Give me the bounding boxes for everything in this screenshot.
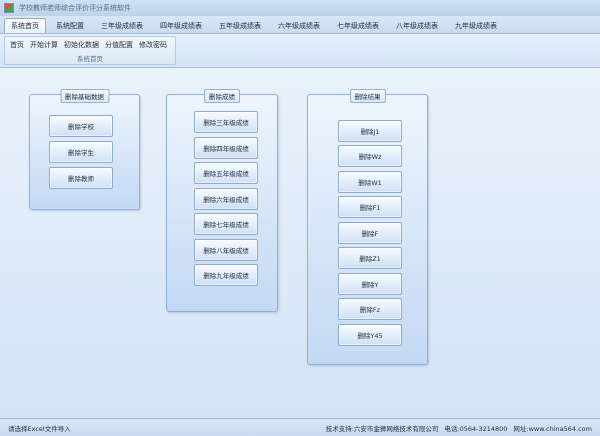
tab-grade8-scores[interactable]: 八年级成绩表 xyxy=(396,22,438,30)
ribbon-group-home: 首页 开始计算 初始化数据 分值配置 修改密码 系统首页 xyxy=(4,36,176,65)
panel-delete-results: 删除结果 删除J1 删除Wz 删除W1 删除F1 删除F 删除Z1 删除Y 删除… xyxy=(307,89,428,365)
status-bar: 请选择Excel文件导入 技术支持:六安市金狮网络技术有限公司 电话:0564-… xyxy=(0,418,600,436)
tab-grade5-scores[interactable]: 五年级成绩表 xyxy=(219,22,261,30)
tab-grade9-scores[interactable]: 九年级成绩表 xyxy=(455,22,497,30)
delete-teacher-button[interactable]: 删除教师 xyxy=(49,167,113,189)
delete-school-button[interactable]: 删除学校 xyxy=(49,115,113,137)
tab-grade3-scores[interactable]: 三年级成绩表 xyxy=(101,22,143,30)
ribbon-init-data-button[interactable]: 初始化数据 xyxy=(64,41,99,49)
delete-j1-button[interactable]: 删除J1 xyxy=(338,120,402,142)
delete-w1-button[interactable]: 删除W1 xyxy=(338,171,402,193)
delete-student-button[interactable]: 删除学生 xyxy=(49,141,113,163)
delete-y45-button[interactable]: 删除Y45 xyxy=(338,324,402,346)
status-phone: 电话:0564-3214800 xyxy=(444,424,508,433)
tab-grade4-scores[interactable]: 四年级成绩表 xyxy=(160,22,202,30)
tab-grade6-scores[interactable]: 六年级成绩表 xyxy=(278,22,320,30)
delete-z1-button[interactable]: 删除Z1 xyxy=(338,247,402,269)
ribbon-start-calc-button[interactable]: 开始计算 xyxy=(30,41,58,49)
panel-delete-basic-data: 删除基础数据 删除学校 删除学生 删除教师 xyxy=(29,89,140,210)
ribbon-change-password-button[interactable]: 修改密码 xyxy=(139,41,167,49)
delete-grade3-scores-button[interactable]: 删除三年级成绩 xyxy=(194,111,258,133)
panel-delete-scores: 删除成绩 删除三年级成绩 删除四年级成绩 删除五年级成绩 删除六年级成绩 删除七… xyxy=(166,89,278,312)
delete-grade6-scores-button[interactable]: 删除六年级成绩 xyxy=(194,188,258,210)
ribbon-score-config-button[interactable]: 分值配置 xyxy=(105,41,133,49)
tab-grade7-scores[interactable]: 七年级成绩表 xyxy=(337,22,379,30)
delete-fz-button[interactable]: 删除Fz xyxy=(338,298,402,320)
tab-system-home[interactable]: 系统首页 xyxy=(4,18,46,33)
delete-grade9-scores-button[interactable]: 删除九年级成绩 xyxy=(194,264,258,286)
status-support: 技术支持:六安市金狮网络技术有限公司 xyxy=(325,424,439,433)
delete-grade8-scores-button[interactable]: 删除八年级成绩 xyxy=(194,239,258,261)
ribbon-tab-bar: 系统首页 系统配置 三年级成绩表 四年级成绩表 五年级成绩表 六年级成绩表 七年… xyxy=(0,16,600,34)
delete-grade4-scores-button[interactable]: 删除四年级成绩 xyxy=(194,137,258,159)
title-bar: 学校教师老师综合评价评分系统软件 xyxy=(0,0,600,16)
ribbon-home-button[interactable]: 首页 xyxy=(10,41,24,49)
app-icon xyxy=(4,3,14,13)
delete-f-button[interactable]: 删除F xyxy=(338,222,402,244)
main-area: 删除基础数据 删除学校 删除学生 删除教师 删除成绩 删除三年级成绩 删除四年级… xyxy=(0,68,600,418)
panel-title-basic: 删除基础数据 xyxy=(60,89,109,103)
tab-system-config[interactable]: 系统配置 xyxy=(56,22,84,30)
delete-y-button[interactable]: 删除Y xyxy=(338,273,402,295)
panel-title-results: 删除结果 xyxy=(349,89,386,103)
panel-title-scores: 删除成绩 xyxy=(204,89,240,103)
ribbon-group-label: 系统首页 xyxy=(77,55,103,63)
delete-grade5-scores-button[interactable]: 删除五年级成绩 xyxy=(194,162,258,184)
ribbon-panel: 首页 开始计算 初始化数据 分值配置 修改密码 系统首页 xyxy=(0,34,600,68)
status-message: 请选择Excel文件导入 xyxy=(8,424,71,433)
status-website: 网址:www.china564.com xyxy=(513,424,592,433)
window-title: 学校教师老师综合评价评分系统软件 xyxy=(19,4,131,12)
delete-f1-button[interactable]: 删除F1 xyxy=(338,196,402,218)
delete-grade7-scores-button[interactable]: 删除七年级成绩 xyxy=(194,213,258,235)
delete-wz-button[interactable]: 删除Wz xyxy=(338,145,402,167)
